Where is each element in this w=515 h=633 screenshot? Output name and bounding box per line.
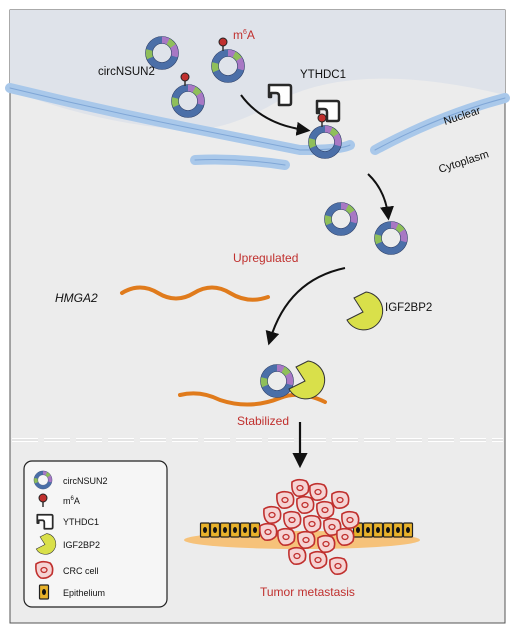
ythdc1-label: YTHDC1 bbox=[300, 69, 346, 81]
legend-item-igf2bp2: IGF2BP2 bbox=[35, 533, 100, 555]
legend-item-ythdc1: YTHDC1 bbox=[36, 513, 99, 530]
arrow-export bbox=[367, 173, 394, 221]
legend-box bbox=[23, 460, 168, 608]
crc-cell-icon bbox=[35, 560, 54, 579]
upregulated-label: Upregulated bbox=[233, 251, 298, 265]
epithelium-left bbox=[199, 522, 261, 538]
hmga2-label: HMGA2 bbox=[55, 291, 98, 305]
svg-text:circNSUN2: circNSUN2 bbox=[63, 476, 108, 486]
svg-text:CRC cell: CRC cell bbox=[63, 566, 99, 576]
legend-item-epithelium: Epithelium bbox=[38, 584, 105, 600]
legend-item-circnsun2: circNSUN2 bbox=[31, 469, 108, 492]
stabilized-label: Stabilized bbox=[237, 414, 289, 428]
epithelium-right bbox=[352, 522, 414, 538]
arrow-binding bbox=[240, 94, 311, 136]
svg-text:IGF2BP2: IGF2BP2 bbox=[63, 540, 100, 550]
circnsun2-label: circNSUN2 bbox=[98, 66, 155, 78]
legend: circNSUN2 m6A YTHDC1 IGF2BP2 CRC cell Ep… bbox=[23, 460, 168, 608]
igf2bp2-label: IGF2BP2 bbox=[385, 302, 432, 314]
legend-item-m6a: m6A bbox=[38, 493, 80, 508]
epithelium-icon bbox=[38, 584, 50, 600]
m6a-label: m6A bbox=[233, 28, 255, 42]
legend-item-crc-cell: CRC cell bbox=[35, 560, 99, 579]
tumor-scene bbox=[184, 478, 420, 575]
svg-text:YTHDC1: YTHDC1 bbox=[63, 517, 99, 527]
svg-text:m6A: m6A bbox=[63, 496, 80, 506]
tumor-metastasis-label: Tumor metastasis bbox=[260, 585, 355, 599]
arrow-complex-formation bbox=[265, 267, 346, 346]
svg-text:Epithelium: Epithelium bbox=[63, 588, 105, 598]
nucleus-region bbox=[10, 10, 505, 130]
hmga2-mrna bbox=[120, 285, 270, 302]
